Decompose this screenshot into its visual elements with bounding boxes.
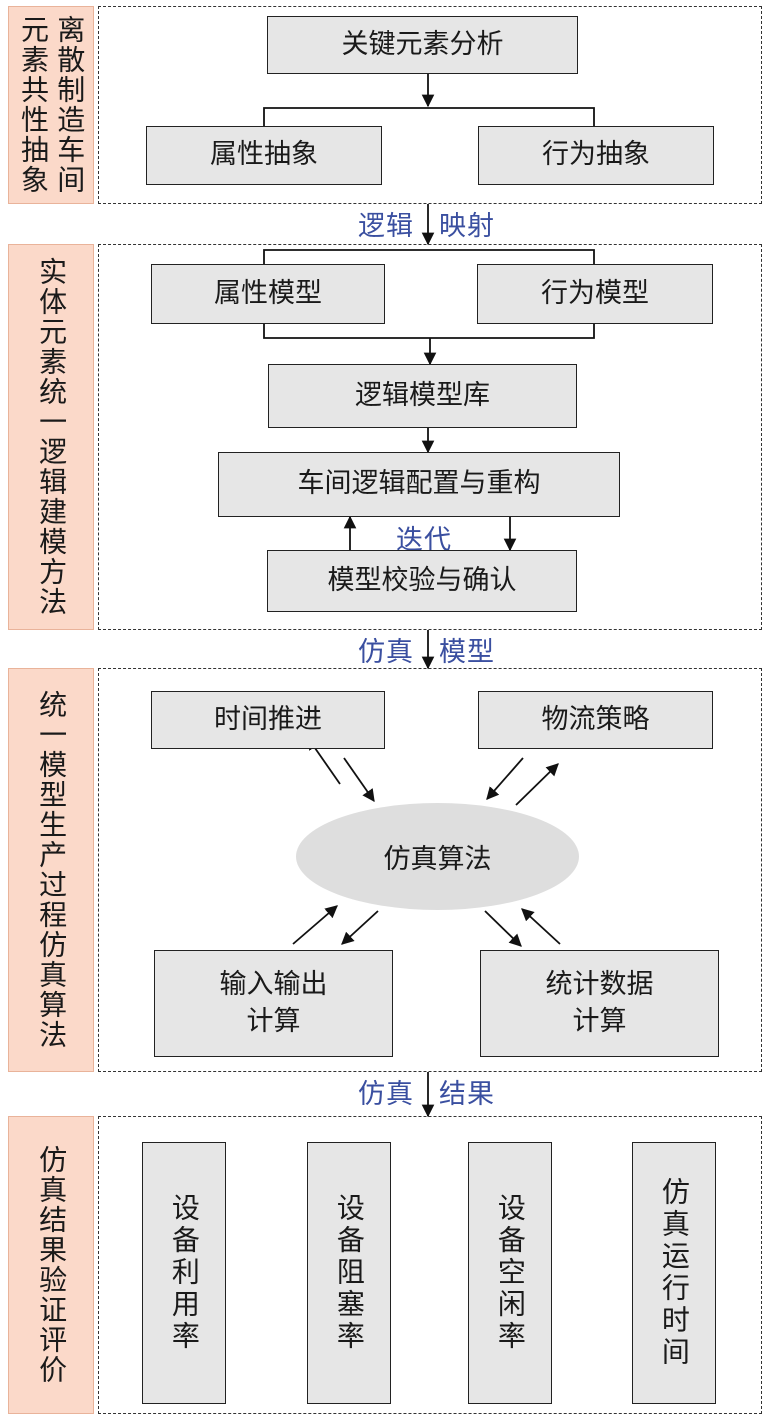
connector-label-left: 仿真 bbox=[358, 637, 414, 668]
section-label-col: 实体元素统一逻辑建模方法 bbox=[35, 257, 69, 617]
ellipse-simulation-algorithm: 仿真算法 bbox=[296, 803, 579, 910]
section-label-evaluation: 仿真结果验证评价 bbox=[8, 1116, 94, 1414]
section-label-algorithm: 统一模型生产过程仿真算法 bbox=[8, 668, 94, 1072]
box-statistics-calculation: 统计数据 计算 bbox=[480, 950, 719, 1057]
box-key-element-analysis: 关键元素分析 bbox=[267, 16, 578, 74]
box-behavior-model: 行为模型 bbox=[477, 264, 713, 324]
connector-label-right: 模型 bbox=[439, 637, 495, 668]
connector-label-right: 映射 bbox=[439, 211, 495, 242]
section-label-modeling: 实体元素统一逻辑建模方法 bbox=[8, 244, 94, 630]
box-text-line: 计算 bbox=[246, 1005, 301, 1037]
box-workshop-config: 车间逻辑配置与重构 bbox=[218, 452, 620, 517]
connector-label-left: 逻辑 bbox=[358, 211, 414, 242]
section-label-abstraction: 离散制造车间 元素共性抽象 bbox=[8, 6, 94, 204]
box-logistics-strategy: 物流策略 bbox=[478, 691, 713, 749]
section-label-col: 元素共性抽象 bbox=[17, 15, 50, 195]
box-equipment-utilization: 设备利用率 bbox=[142, 1142, 226, 1404]
section-label-col: 统一模型生产过程仿真算法 bbox=[35, 690, 69, 1050]
box-behavior-abstraction: 行为抽象 bbox=[478, 126, 714, 185]
connector-label-left: 仿真 bbox=[358, 1079, 414, 1110]
connector-label-right: 结果 bbox=[439, 1079, 495, 1110]
box-attribute-model: 属性模型 bbox=[151, 264, 385, 324]
section-label-col: 仿真结果验证评价 bbox=[35, 1145, 69, 1385]
box-equipment-blocking: 设备阻塞率 bbox=[307, 1142, 391, 1404]
box-time-advance: 时间推进 bbox=[151, 691, 385, 749]
box-io-calculation: 输入输出 计算 bbox=[154, 950, 393, 1057]
box-text-line: 统计数据 bbox=[545, 969, 654, 1001]
panel-abstraction bbox=[98, 6, 762, 204]
box-simulation-runtime: 仿真运行时间 bbox=[632, 1142, 716, 1404]
box-text-line: 计算 bbox=[572, 1005, 627, 1037]
box-attribute-abstraction: 属性抽象 bbox=[146, 126, 382, 185]
box-equipment-idle: 设备空闲率 bbox=[468, 1142, 552, 1404]
section-label-col: 离散制造车间 bbox=[53, 15, 87, 195]
box-text-line: 输入输出 bbox=[219, 969, 328, 1001]
box-logic-model-library: 逻辑模型库 bbox=[268, 364, 577, 428]
box-model-verification: 模型校验与确认 bbox=[267, 550, 577, 612]
